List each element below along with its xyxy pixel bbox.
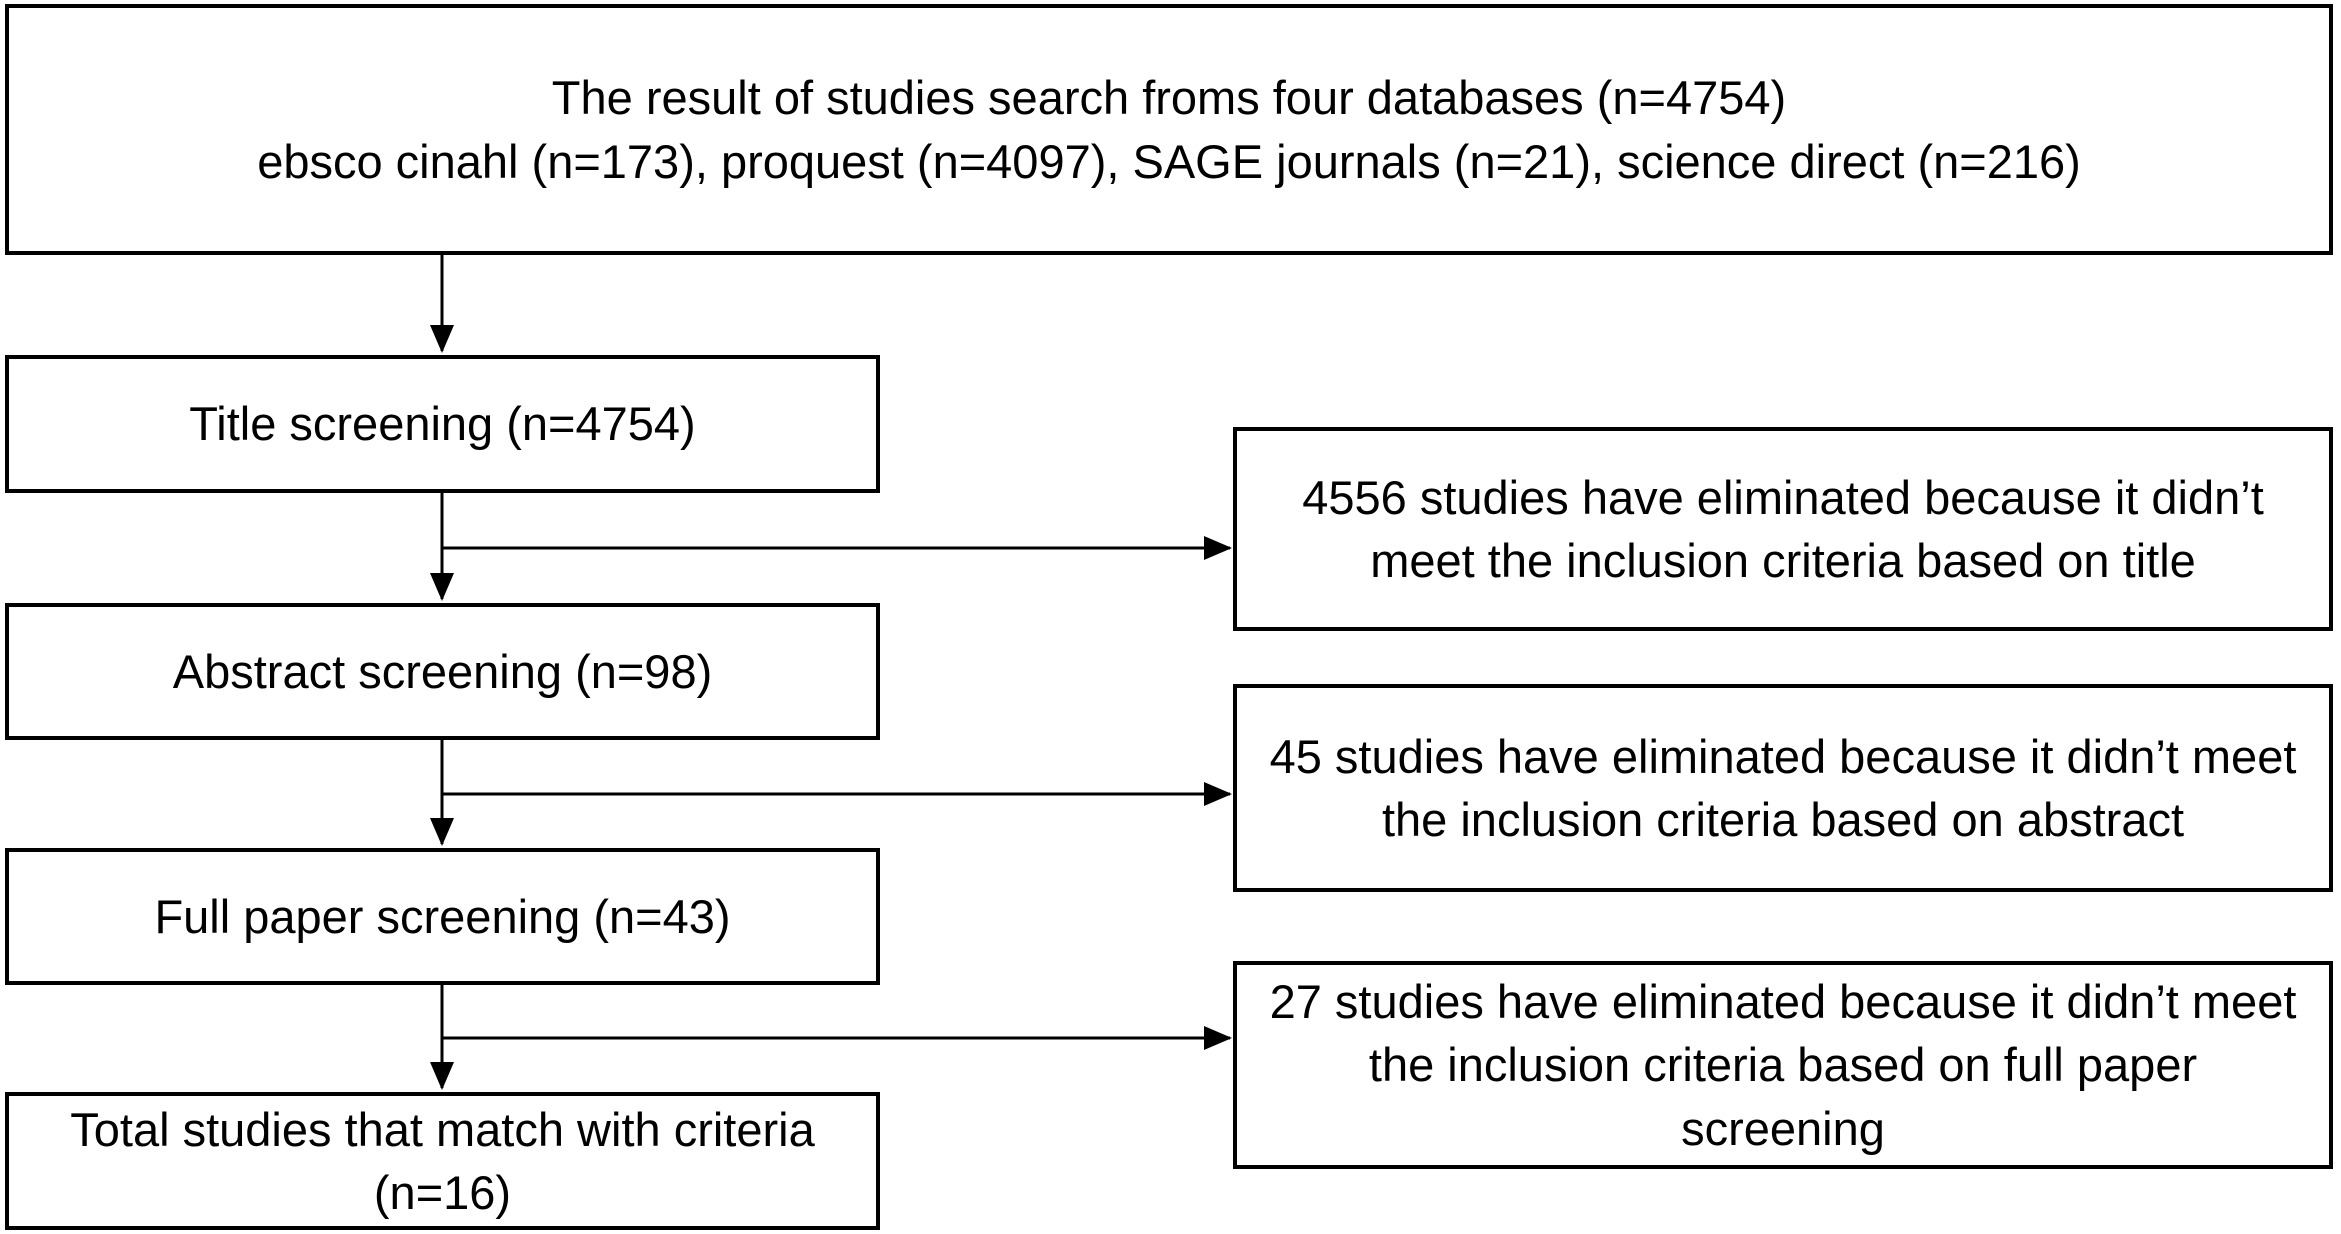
full-paper-exclusion-line-3: screening <box>1681 1101 1885 1155</box>
full-paper-exclusion-line-2: the inclusion criteria based on full pap… <box>1368 1038 2198 1092</box>
total-studies-line-2: (n=16) <box>373 1166 512 1219</box>
search-results-box: The result of studies search froms four … <box>5 4 2333 255</box>
title-screening-box: Title screening (n=4754) <box>5 355 880 493</box>
title-exclusion-line-2: meet the inclusion criteria based on tit… <box>1370 534 2196 587</box>
search-results-line-2: ebsco cinahl (n=173), proquest (n=4097),… <box>257 134 2081 188</box>
search-results-line-1: The result of studies search froms four … <box>551 71 1787 125</box>
abstract-screening-label: Abstract screening (n=98) <box>172 644 713 698</box>
title-screening-label: Title screening (n=4754) <box>189 397 696 451</box>
abstract-screening-box: Abstract screening (n=98) <box>5 603 880 740</box>
full-paper-screening-label: Full paper screening (n=43) <box>154 889 731 943</box>
title-exclusion-line-1: 4556 studies have eliminated because it … <box>1302 470 2264 524</box>
title-exclusion-box: 4556 studies have eliminated because it … <box>1233 427 2333 631</box>
abstract-exclusion-box: 45 studies have eliminated because it di… <box>1233 684 2333 892</box>
total-studies-box: Total studies that match with criteria (… <box>5 1092 880 1230</box>
abstract-exclusion-line-2: the inclusion criteria based on abstract <box>1381 793 2185 846</box>
full-paper-screening-box: Full paper screening (n=43) <box>5 848 880 985</box>
full-paper-exclusion-box: 27 studies have eliminated because it di… <box>1233 961 2333 1169</box>
abstract-exclusion-line-1: 45 studies have eliminated because it di… <box>1269 729 2297 783</box>
total-studies-line-1: Total studies that match with criteria <box>70 1102 815 1156</box>
full-paper-exclusion-line-1: 27 studies have eliminated because it di… <box>1269 974 2297 1028</box>
